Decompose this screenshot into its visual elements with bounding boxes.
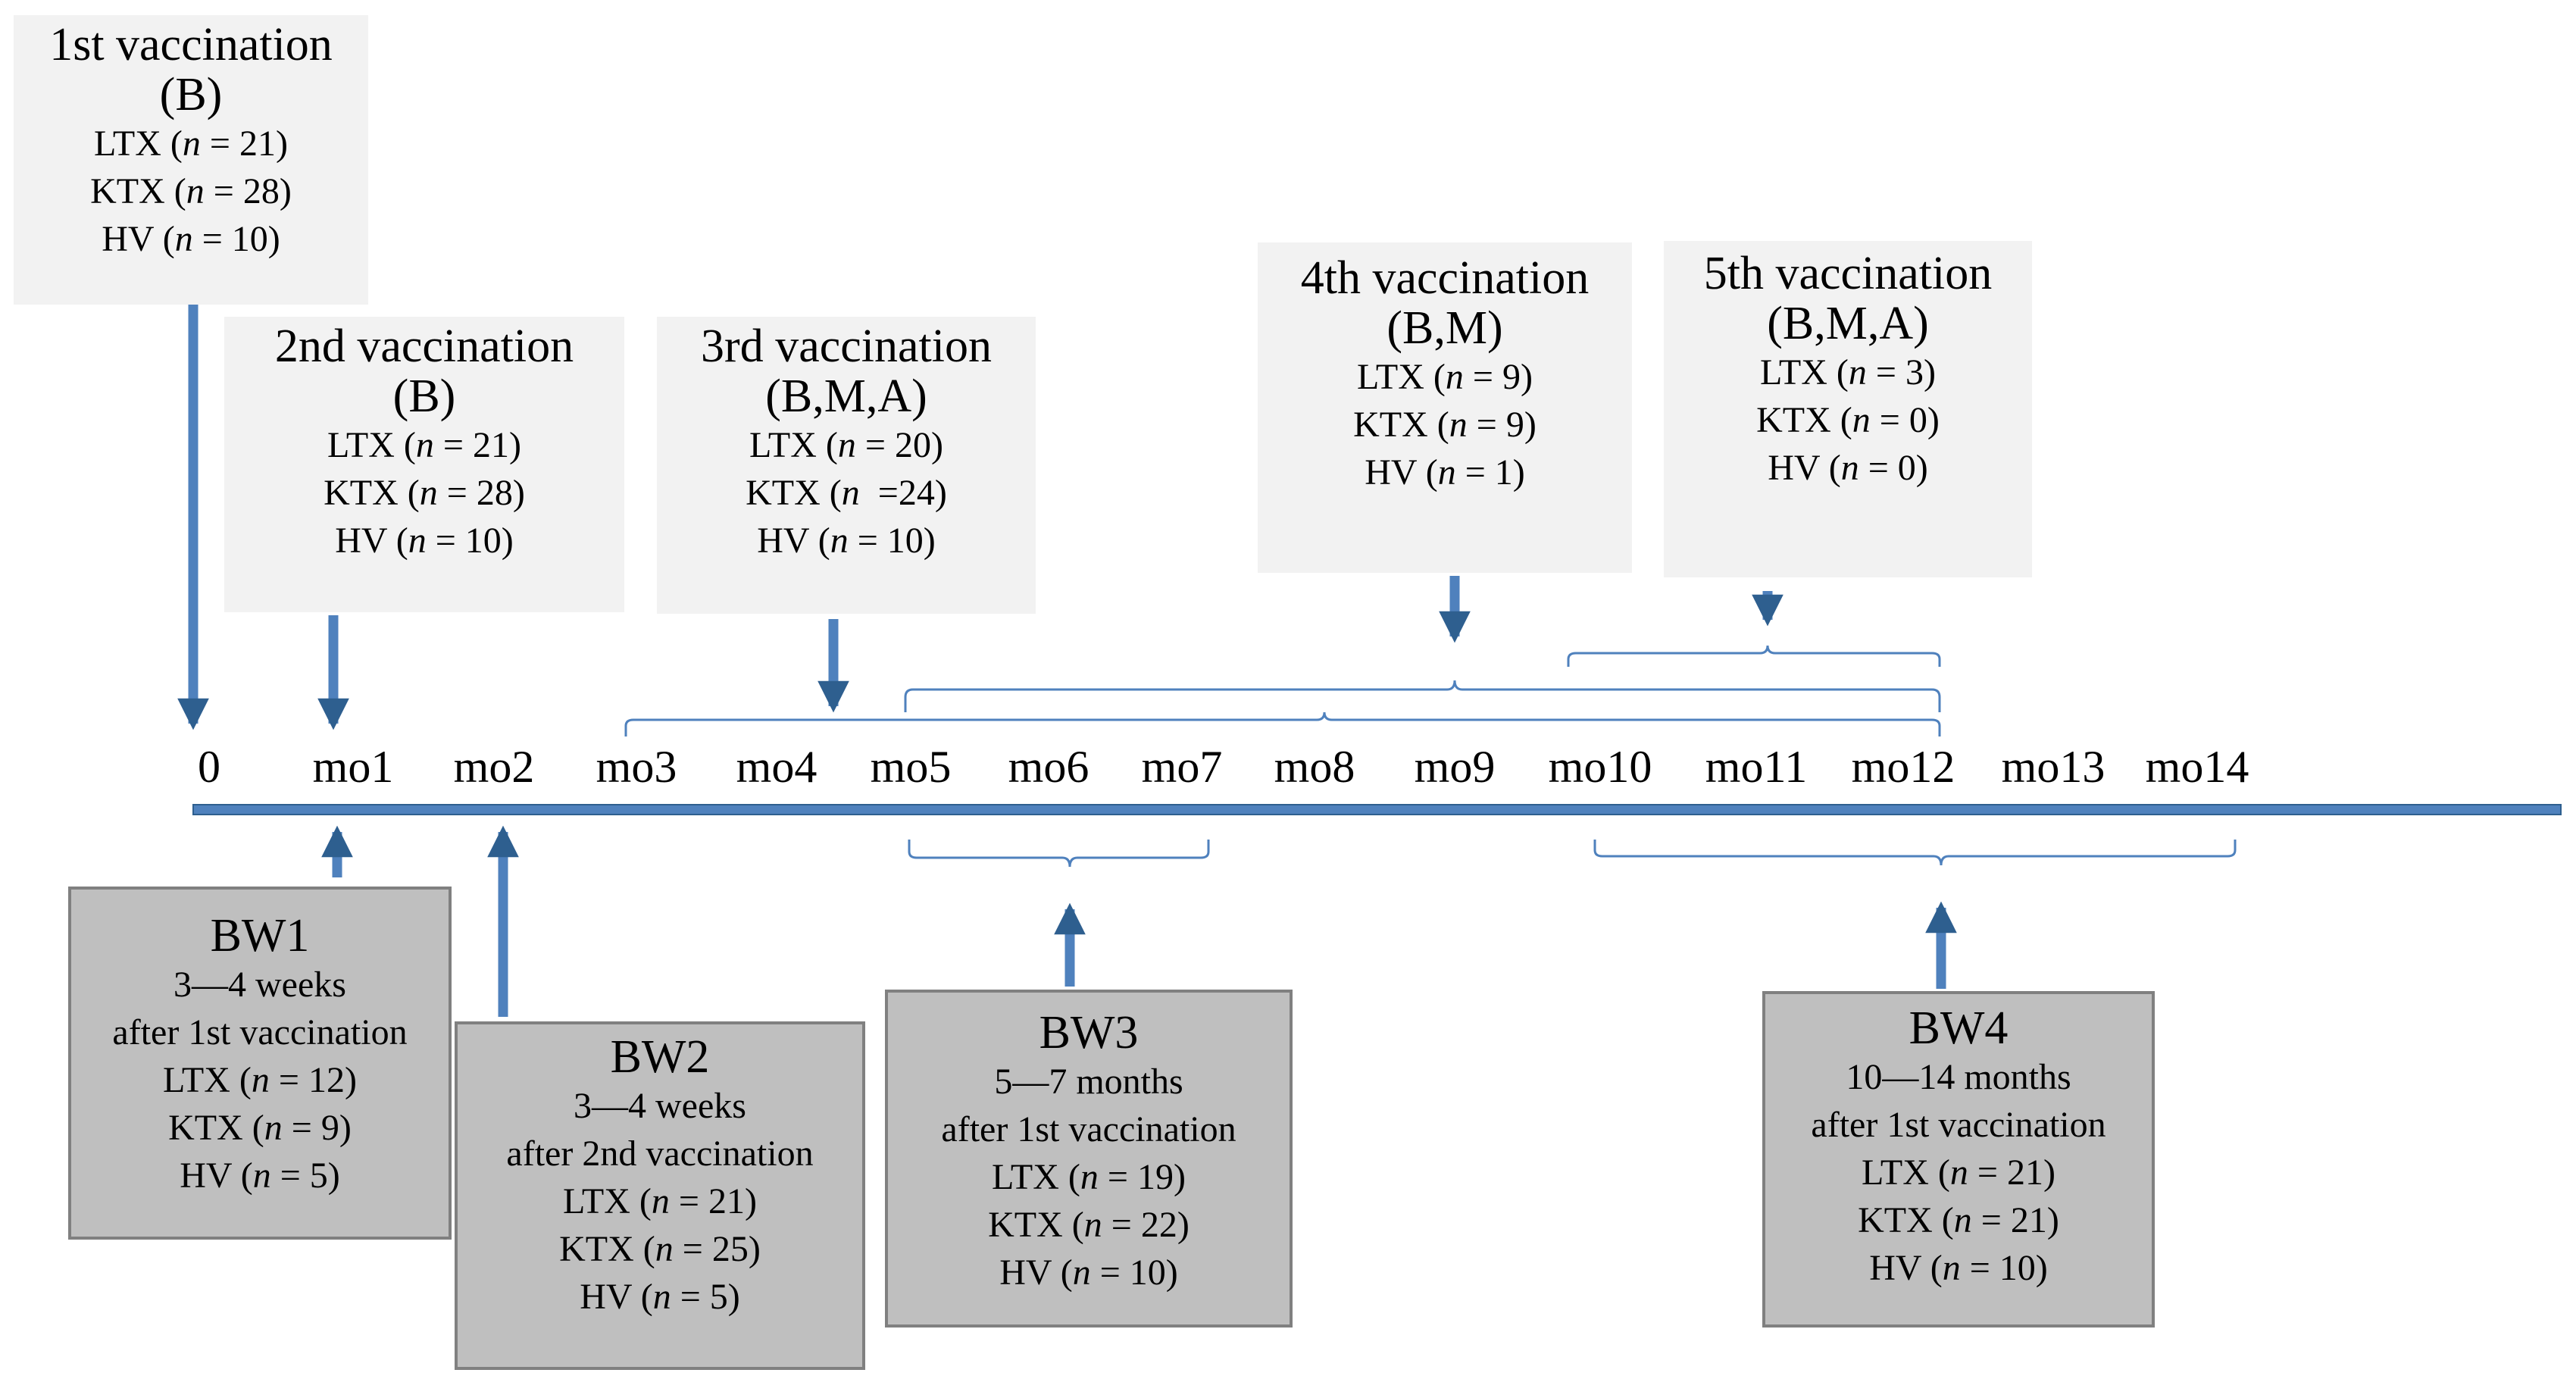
timeline-label-mo14: mo14 [2145, 742, 2249, 792]
vaccination-2-vaccines: (B) [392, 371, 456, 422]
bw1-title: BW1 [210, 910, 310, 962]
vaccination-2-title: 2nd vaccination [274, 321, 574, 372]
vaccination-1-ltx: LTX (n = 21) [94, 124, 288, 164]
vaccination-4-title: 4th vaccination [1300, 252, 1590, 304]
bw1-ltx: LTX (n = 12) [163, 1060, 357, 1100]
vaccination-5-ktx: KTX (n = 0) [1756, 400, 1940, 440]
bw1-ktx: KTX (n = 9) [168, 1108, 352, 1148]
vaccination-5-box: 5th vaccination (B,M,A) LTX (n = 3) KTX … [1664, 241, 2032, 577]
bw4-ktx: KTX (n = 21) [1858, 1200, 2059, 1240]
bw2-ltx: LTX (n = 21) [563, 1181, 757, 1221]
vaccination-3-box: 3rd vaccination (B,M,A) LTX (n = 20) KTX… [657, 317, 1036, 614]
vaccination-4-box: 4th vaccination (B,M) LTX (n = 9) KTX (n… [1258, 242, 1632, 573]
bw1-box: BW1 3—4 weeks after 1st vaccination LTX … [68, 887, 452, 1240]
bw3-ktx: KTX (n = 22) [988, 1205, 1190, 1245]
vaccination-5-title: 5th vaccination [1703, 248, 1993, 299]
bw4-reference: after 1st vaccination [1811, 1105, 2106, 1145]
vaccination-3-ktx: KTX (n =24) [746, 473, 947, 513]
bw2-timing: 3—4 weeks [574, 1086, 746, 1126]
bw2-box: BW2 3—4 weeks after 2nd vaccination LTX … [455, 1021, 865, 1370]
vaccination-5-ltx: LTX (n = 3) [1760, 352, 1936, 392]
bw3-ltx: LTX (n = 19) [992, 1157, 1186, 1197]
timeline-label-mo10: mo10 [1548, 742, 1652, 792]
timeline-label-mo12: mo12 [1851, 742, 1955, 792]
timeline-label-mo8: mo8 [1274, 742, 1355, 792]
brace-3rd-vaccination [624, 711, 1941, 736]
vaccination-1-title: 1st vaccination [49, 19, 333, 70]
bw4-timing: 10—14 months [1846, 1057, 2071, 1097]
vaccination-1-hv: HV (n = 10) [102, 219, 280, 259]
bw2-hv: HV (n = 5) [580, 1277, 740, 1317]
vaccination-1-vaccines: (B) [159, 69, 223, 120]
vaccination-3-hv: HV (n = 10) [757, 521, 936, 561]
brace-4th-vaccination [904, 680, 1941, 712]
vaccination-2-ltx: LTX (n = 21) [327, 425, 521, 465]
bw2-reference: after 2nd vaccination [506, 1134, 814, 1174]
vaccination-5-hv: HV (n = 0) [1768, 448, 1928, 488]
vaccination-4-hv: HV (n = 1) [1365, 452, 1525, 493]
timeline-label-mo6: mo6 [1008, 742, 1089, 792]
bw4-ltx: LTX (n = 21) [1862, 1152, 2055, 1193]
vaccination-3-vaccines: (B,M,A) [765, 371, 927, 422]
bw1-hv: HV (n = 5) [180, 1156, 340, 1196]
brace-5th-vaccination [1567, 645, 1941, 667]
bw2-ktx: KTX (n = 25) [559, 1229, 761, 1269]
timeline-label-0: 0 [198, 742, 220, 792]
bw1-timing: 3—4 weeks [174, 965, 346, 1005]
timeline-label-mo3: mo3 [596, 742, 677, 792]
vaccination-3-title: 3rd vaccination [701, 321, 992, 372]
vaccination-1-box: 1st vaccination (B) LTX (n = 21) KTX (n … [14, 15, 368, 305]
timeline-label-mo2: mo2 [453, 742, 535, 792]
timeline-label-mo5: mo5 [870, 742, 952, 792]
bw2-title: BW2 [610, 1031, 710, 1083]
timeline-axis [192, 804, 2562, 815]
timeline-label-mo4: mo4 [736, 742, 818, 792]
brace-bw3 [908, 840, 1210, 868]
vaccination-5-vaccines: (B,M,A) [1767, 298, 1929, 349]
bw3-reference: after 1st vaccination [941, 1109, 1236, 1149]
timeline-label-mo13: mo13 [2001, 742, 2106, 792]
bw4-hv: HV (n = 10) [1869, 1248, 2048, 1288]
vaccination-4-vaccines: (B,M) [1386, 302, 1503, 354]
vaccination-2-hv: HV (n = 10) [335, 521, 514, 561]
vaccination-4-ltx: LTX (n = 9) [1357, 357, 1533, 397]
brace-bw4 [1593, 840, 2237, 866]
bw3-hv: HV (n = 10) [999, 1252, 1178, 1293]
timeline-label-mo1: mo1 [312, 742, 394, 792]
vaccination-1-ktx: KTX (n = 28) [90, 171, 292, 211]
vaccination-4-ktx: KTX (n = 9) [1353, 405, 1537, 445]
bw3-box: BW3 5—7 months after 1st vaccination LTX… [885, 990, 1293, 1328]
vaccination-2-ktx: KTX (n = 28) [324, 473, 525, 513]
timeline-label-mo9: mo9 [1414, 742, 1496, 792]
vaccination-3-ltx: LTX (n = 20) [749, 425, 943, 465]
bw4-title: BW4 [1909, 1002, 2009, 1054]
vaccination-2-box: 2nd vaccination (B) LTX (n = 21) KTX (n … [224, 317, 624, 612]
bw3-timing: 5—7 months [994, 1062, 1183, 1102]
bw1-reference: after 1st vaccination [112, 1012, 408, 1052]
bw4-box: BW4 10—14 months after 1st vaccination L… [1762, 991, 2155, 1328]
timeline-label-mo7: mo7 [1141, 742, 1223, 792]
bw3-title: BW3 [1039, 1007, 1139, 1059]
timeline-label-mo11: mo11 [1705, 742, 1808, 792]
